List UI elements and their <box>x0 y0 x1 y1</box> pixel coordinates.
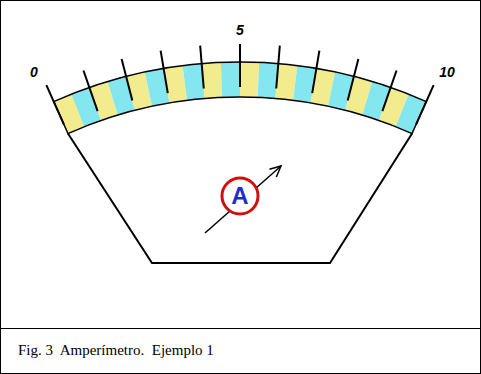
scale-tick <box>200 46 204 89</box>
scale-tick <box>239 44 241 87</box>
caption-divider <box>1 328 481 329</box>
scale-tick <box>161 51 168 93</box>
scale-tick <box>382 70 396 111</box>
scale-tick <box>276 46 280 89</box>
scale-tick <box>83 70 97 111</box>
scale-tick <box>312 51 319 93</box>
needle-head <box>269 166 281 177</box>
scale-tick <box>122 59 133 101</box>
figure-caption: Fig. 3 Amperímetro. Ejemplo 1 <box>18 341 214 359</box>
scale-segment <box>258 62 279 98</box>
scale-segment <box>240 62 259 97</box>
scale-tick <box>416 85 433 124</box>
meter-body <box>68 134 412 263</box>
scale-number: 0 <box>30 65 38 79</box>
symbol-circle <box>222 178 258 214</box>
scale-tick <box>348 59 359 101</box>
scale-number: 10 <box>439 65 455 79</box>
needle-line <box>205 166 281 233</box>
symbol-letter: A <box>231 184 248 208</box>
scale-number: 5 <box>236 23 244 37</box>
dial <box>46 44 433 263</box>
scale-segment <box>221 62 240 97</box>
scale-segment <box>202 62 223 98</box>
needle-arrow <box>205 166 281 233</box>
ammeter-symbol: A <box>220 176 260 216</box>
scale-tick <box>46 85 63 124</box>
